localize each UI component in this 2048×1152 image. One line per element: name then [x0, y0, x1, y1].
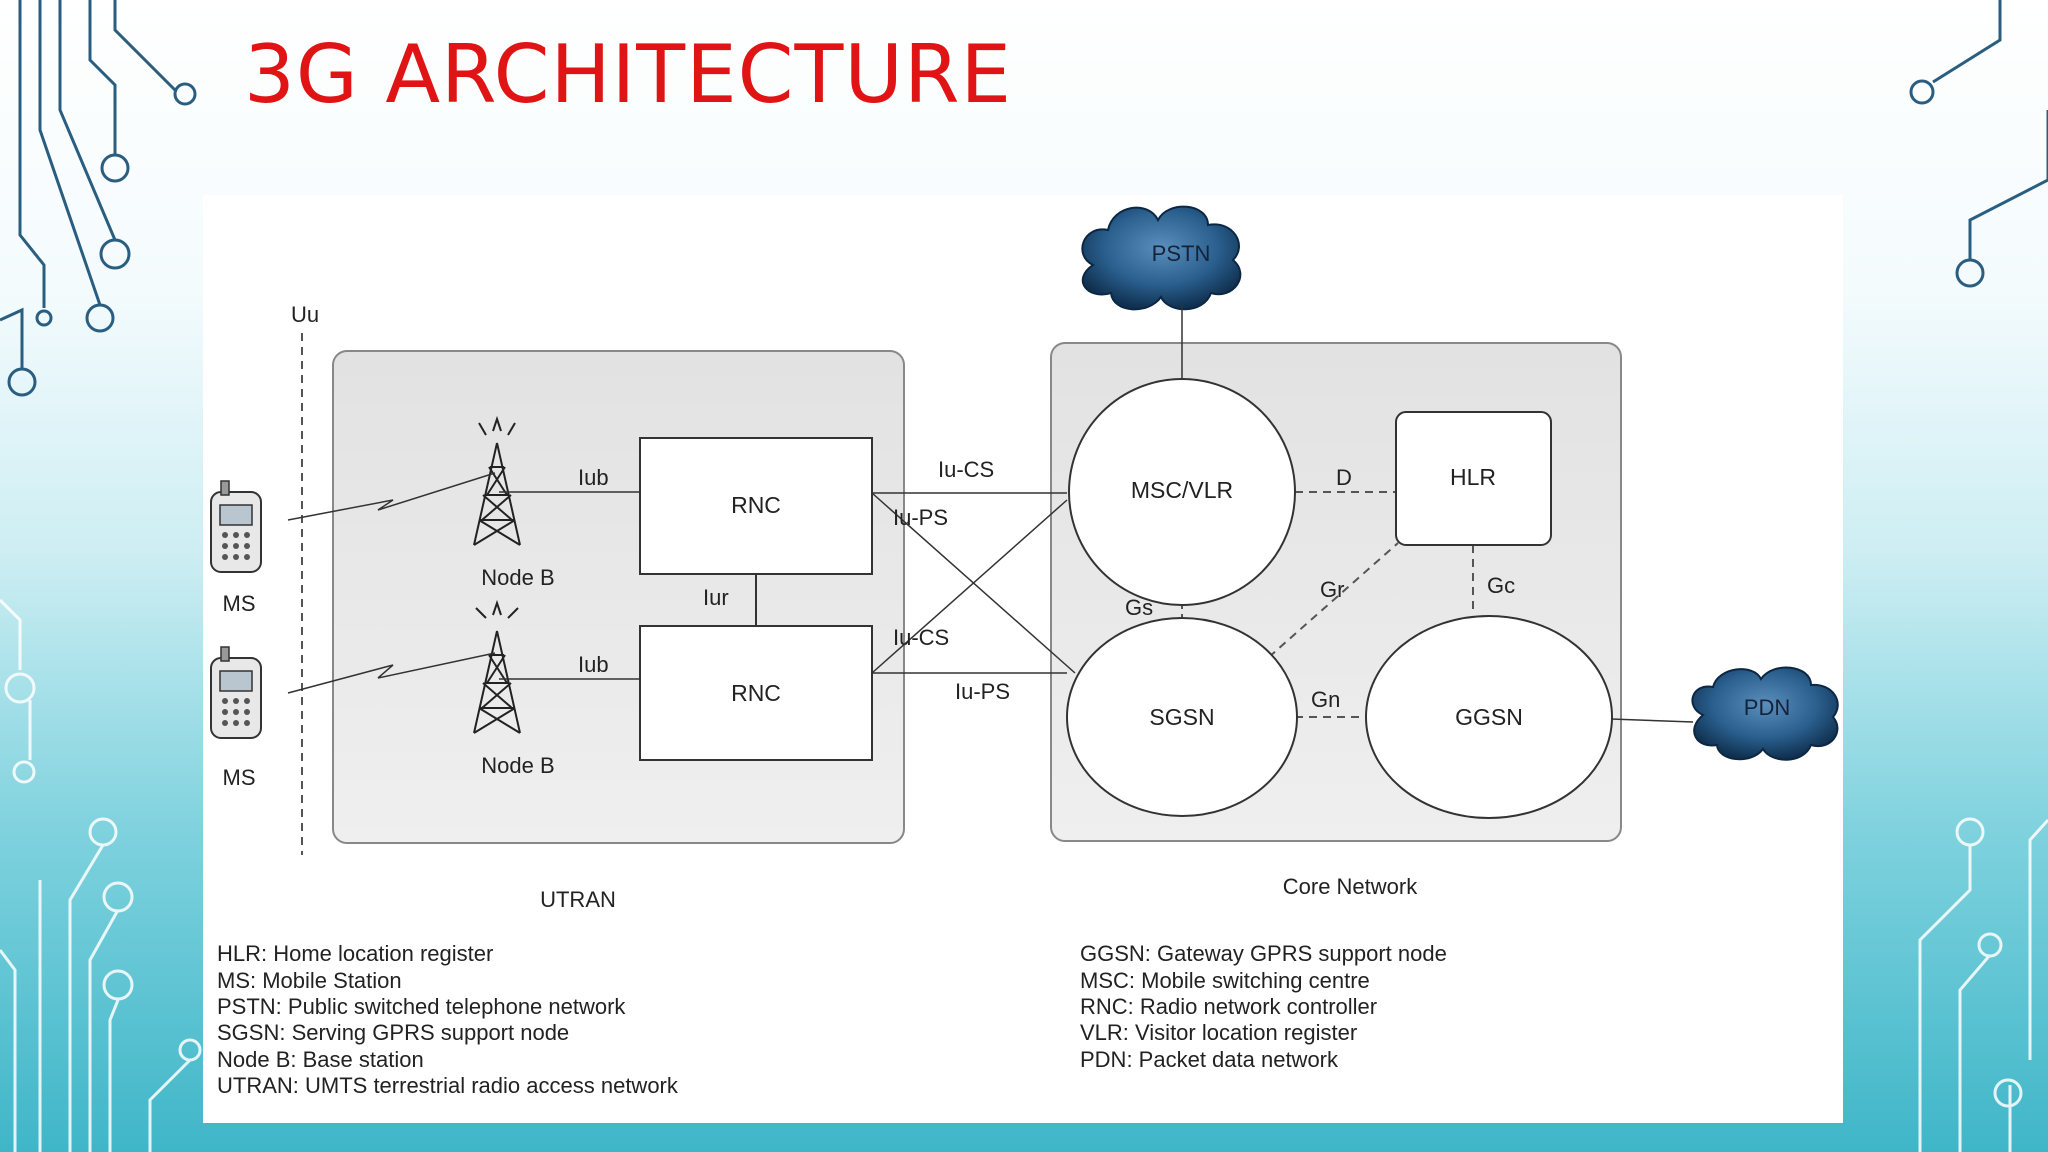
legend-item: GGSN: Gateway GPRS support node [1080, 941, 1447, 966]
node-b-tower-bottom [473, 599, 521, 734]
utran-label: UTRAN [540, 887, 616, 912]
rnc-box-top [639, 437, 873, 575]
iub-label-bottom: Iub [578, 652, 609, 677]
rnc-label-top: RNC [731, 492, 781, 518]
gr-link [1268, 542, 1399, 658]
ggsn-node [1365, 615, 1613, 819]
uu-label: Uu [291, 302, 319, 327]
utran-panel [332, 350, 905, 844]
ggsn-label: GGSN [1455, 704, 1523, 730]
pstn-cloud: PSTN [1081, 205, 1242, 311]
iu-cs-link-bottom [871, 499, 1068, 674]
legend-item: RNC: Radio network controller [1080, 994, 1377, 1019]
pdn-cloud: PDN [1691, 666, 1839, 761]
legend-left: HLR: Home location register MS: Mobile S… [217, 941, 679, 1098]
legend-item: HLR: Home location register [217, 941, 493, 966]
legend-item: VLR: Visitor location register [1080, 1020, 1357, 1045]
node-b-label-bottom: Node B [481, 753, 554, 778]
pdn-label: PDN [1744, 695, 1790, 720]
node-b-tower-top [473, 415, 521, 546]
hlr-label: HLR [1450, 464, 1496, 490]
gc-label: Gc [1487, 573, 1515, 598]
radio-link-top [287, 472, 496, 521]
legend-item: PSTN: Public switched telephone network [217, 994, 626, 1019]
legend-item: MSC: Mobile switching centre [1080, 968, 1370, 993]
legend-item: PDN: Packet data network [1080, 1047, 1339, 1072]
gn-label: Gn [1311, 687, 1340, 712]
msc-vlr-node [1068, 378, 1296, 606]
sgsn-node [1066, 617, 1298, 817]
architecture-diagram: Uu PSTN PDN RNC RNC Iur Node B Node [203, 195, 1843, 1123]
gr-label: Gr [1320, 577, 1344, 602]
iu-cs-label-bottom: Iu-CS [893, 625, 949, 650]
legend-item: UTRAN: UMTS terrestrial radio access net… [217, 1073, 679, 1098]
iu-cs-label-top: Iu-CS [938, 457, 994, 482]
ggsn-pdn-link [1610, 718, 1694, 723]
hlr-node [1395, 411, 1552, 546]
legend-item: MS: Mobile Station [217, 968, 402, 993]
rnc-box-bottom [639, 625, 873, 761]
iu-ps-label-bottom: Iu-PS [955, 679, 1010, 704]
legend-item: Node B: Base station [217, 1047, 424, 1072]
pstn-label: PSTN [1152, 241, 1211, 266]
rnc-label-bottom: RNC [731, 680, 781, 706]
node-b-label-top: Node B [481, 565, 554, 590]
d-label: D [1336, 465, 1352, 490]
ms-label-bottom: MS [223, 765, 256, 790]
sgsn-label: SGSN [1149, 704, 1214, 730]
mobile-station-bottom [210, 646, 262, 739]
iub-label-top: Iub [578, 465, 609, 490]
legend-item: SGSN: Serving GPRS support node [217, 1020, 569, 1045]
core-network-label: Core Network [1283, 874, 1418, 899]
ms-label-top: MS [223, 591, 256, 616]
iu-ps-label-top: Iu-PS [893, 505, 948, 530]
iur-label: Iur [703, 585, 729, 610]
radio-link-bottom [287, 652, 496, 694]
msc-vlr-label: MSC/VLR [1131, 477, 1233, 503]
legend-right: GGSN: Gateway GPRS support node MSC: Mob… [1080, 941, 1447, 1072]
mobile-station-top [210, 480, 262, 573]
slide-title: 3G ARCHITECTURE [244, 28, 1013, 121]
